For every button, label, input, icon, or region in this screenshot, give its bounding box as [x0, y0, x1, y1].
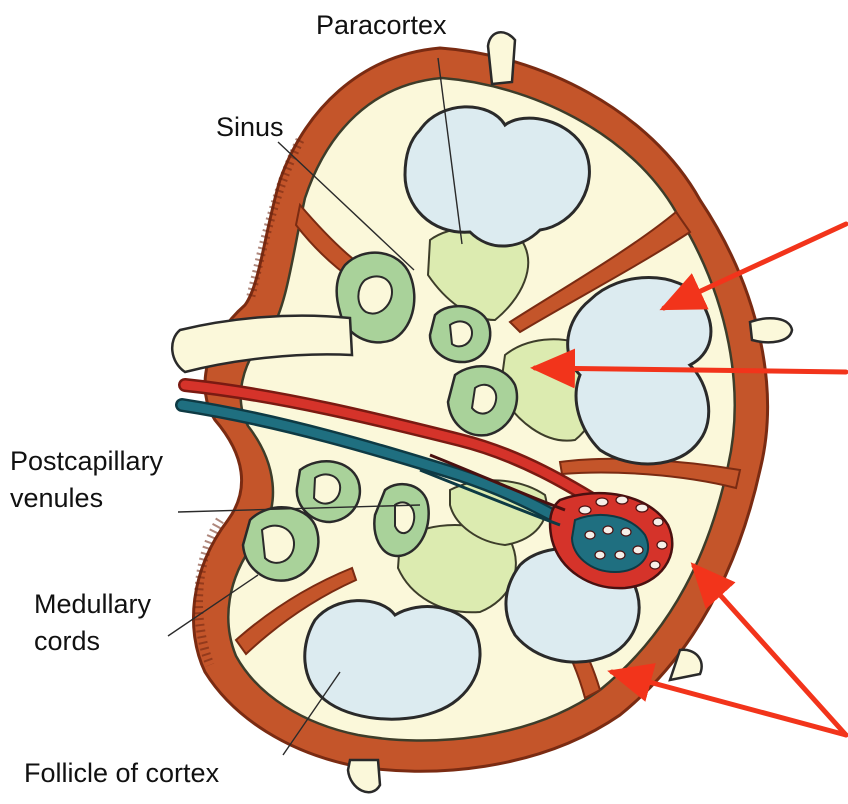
follicle-bottom [305, 601, 480, 720]
afferent-vessel-right [750, 318, 792, 342]
label-postcapillary-line2: venules [10, 483, 103, 513]
arrow-to-medullary-sinus-a [694, 566, 846, 735]
label-postcapillary-line1: Postcapillary [10, 446, 164, 476]
label-medullary-line1: Medullary [34, 589, 152, 619]
label-paracortex: Paracortex [316, 10, 447, 40]
afferent-vessel-bottom [348, 760, 380, 792]
afferent-vessel-top [488, 32, 515, 84]
label-sinus: Sinus [216, 112, 284, 142]
arrow-to-medullary-sinus-b [612, 672, 846, 735]
label-medullary-line2: cords [34, 626, 100, 656]
label-follicle: Follicle of cortex [24, 758, 220, 788]
